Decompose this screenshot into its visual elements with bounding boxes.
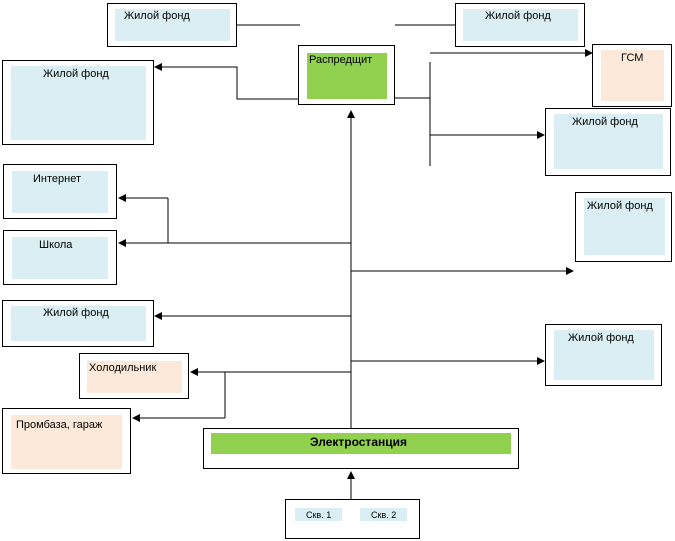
node-label: Распредщит bbox=[309, 54, 373, 66]
node-label-well-1: Скв. 1 bbox=[306, 510, 332, 520]
node-label-well-2: Скв. 2 bbox=[371, 510, 397, 520]
node-power-station: Электростанция bbox=[203, 428, 519, 469]
node-label: Жилой фонд bbox=[124, 10, 190, 22]
node-label: ГСМ bbox=[621, 52, 644, 64]
node-label: Холодильник bbox=[89, 362, 157, 374]
node-label: Электростанция bbox=[310, 435, 407, 449]
node-label: Жилой фонд bbox=[587, 200, 653, 212]
node-wells: Скв. 1 Скв. 2 bbox=[285, 499, 420, 539]
node-residential-left-2: Жилой фонд bbox=[2, 300, 154, 347]
node-label: Жилой фонд bbox=[43, 307, 109, 319]
node-refrigerator: Холодильник bbox=[79, 353, 189, 399]
line-dist-to-left-res bbox=[154, 63, 298, 100]
node-internet: Интернет bbox=[3, 164, 117, 219]
node-residential-right-1: Жилой фонд bbox=[545, 108, 671, 176]
node-residential-right-2: Жилой фонд bbox=[575, 192, 672, 262]
node-label: Промбаза, гараж bbox=[16, 419, 103, 431]
node-label: Жилой фонд bbox=[43, 68, 109, 80]
node-residential-top-left: Жилой фонд bbox=[107, 3, 237, 47]
node-label: Школа bbox=[39, 239, 73, 251]
node-fuel: ГСМ bbox=[592, 44, 672, 107]
node-school: Школа bbox=[3, 230, 117, 285]
node-label: Интернет bbox=[33, 173, 81, 185]
node-residential-left: Жилой фонд bbox=[2, 60, 154, 145]
node-industrial-base: Промбаза, гараж bbox=[2, 408, 131, 474]
node-distribution: Распредщит bbox=[298, 45, 395, 105]
node-residential-top-right: Жилой фонд bbox=[455, 3, 585, 47]
node-label: Жилой фонд bbox=[568, 332, 634, 344]
node-residential-right-3: Жилой фонд bbox=[545, 324, 662, 386]
node-label: Жилой фонд bbox=[485, 10, 551, 22]
node-label: Жилой фонд bbox=[572, 116, 638, 128]
